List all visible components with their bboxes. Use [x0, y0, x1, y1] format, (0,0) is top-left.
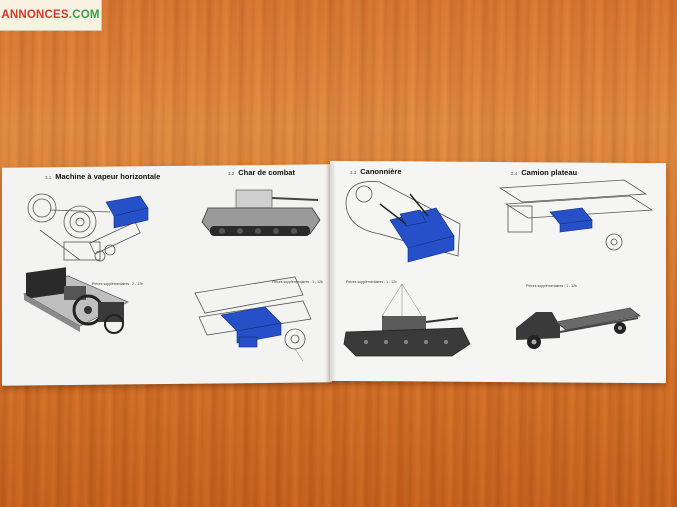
supplementary-parts-note: Pièces supplémentaires : 1 - 12b [526, 284, 577, 288]
section-number: 3.3 [350, 170, 357, 175]
flatbed-truck-exploded-diagram [498, 179, 654, 251]
steam-engine-exploded-diagram [27, 193, 149, 262]
section-title: Machine à vapeur horizontale [55, 172, 161, 181]
watermark-part2: .COM [68, 9, 100, 21]
site-watermark: ANNONCES.COM [0, 0, 102, 31]
watermark-part1: ANNONCES [1, 9, 69, 21]
tank-exploded-diagram [194, 276, 312, 362]
tank-assembled-model [201, 189, 321, 236]
flatbed-truck-assembled-model [516, 307, 641, 349]
section-number: 3.1 [45, 175, 52, 180]
supplementary-parts-note: Pièces supplémentaires : 2 - 37b [92, 282, 143, 286]
section-title: Canonnière [360, 167, 402, 176]
section-number: 3.4 [511, 171, 518, 176]
supplementary-parts-note: Pièces supplémentaires : 1 - 12c [346, 280, 397, 284]
booklet-spine [326, 164, 336, 384]
gunboat-exploded-diagram [345, 181, 461, 263]
section-number: 3.2 [228, 171, 235, 176]
steam-engine-assembled-model [23, 267, 129, 334]
section-title: Char de combat [238, 168, 295, 177]
section-title: Camion plateau [521, 168, 578, 177]
gunboat-assembled-model [343, 283, 471, 357]
